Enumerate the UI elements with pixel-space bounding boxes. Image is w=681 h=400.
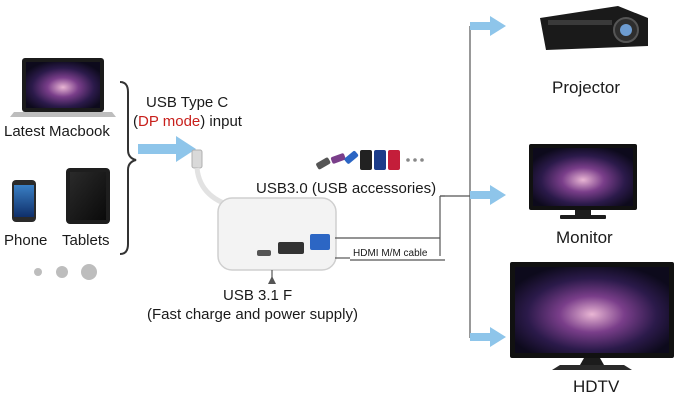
usb31-pointer <box>268 276 276 284</box>
hdtv-arrow <box>470 327 506 347</box>
label-paren-open: ( <box>133 113 138 130</box>
label-phone: Phone <box>4 232 48 249</box>
macbook-icon <box>10 58 116 117</box>
label-input: ) input <box>200 113 242 130</box>
label-hdmi-cable: HDMI M/M cable <box>353 248 428 259</box>
label-projector: Projector <box>552 78 621 97</box>
projector-icon <box>540 6 648 50</box>
more-devices-dots <box>34 264 97 280</box>
device-bracket <box>119 81 137 255</box>
label-usb-type-c-line2: (DP mode) input <box>133 113 242 130</box>
monitor-arrow <box>470 185 506 205</box>
label-fast-charge: (Fast charge and power supply) <box>147 306 358 323</box>
input-arrow <box>138 136 196 162</box>
usb-accessories-icon <box>316 150 424 170</box>
tablet-icon <box>66 168 110 224</box>
label-tablets: Tablets <box>62 232 110 249</box>
projector-arrow <box>470 16 506 36</box>
label-usb31-f: USB 3.1 F <box>223 287 293 304</box>
hdtv-icon <box>510 262 674 370</box>
label-usb-type-c: USB Type C <box>146 94 229 111</box>
label-hdtv: HDTV <box>573 377 620 396</box>
label-latest-macbook: Latest Macbook <box>4 123 110 140</box>
connector-lines <box>271 26 471 338</box>
label-dp-mode: DP mode <box>138 113 201 130</box>
label-monitor: Monitor <box>556 228 613 247</box>
phone-icon <box>12 180 36 222</box>
monitor-icon <box>529 144 637 219</box>
label-usb3-accessories: USB3.0 (USB accessories) <box>256 180 437 197</box>
usb-c-adapter <box>217 197 337 271</box>
